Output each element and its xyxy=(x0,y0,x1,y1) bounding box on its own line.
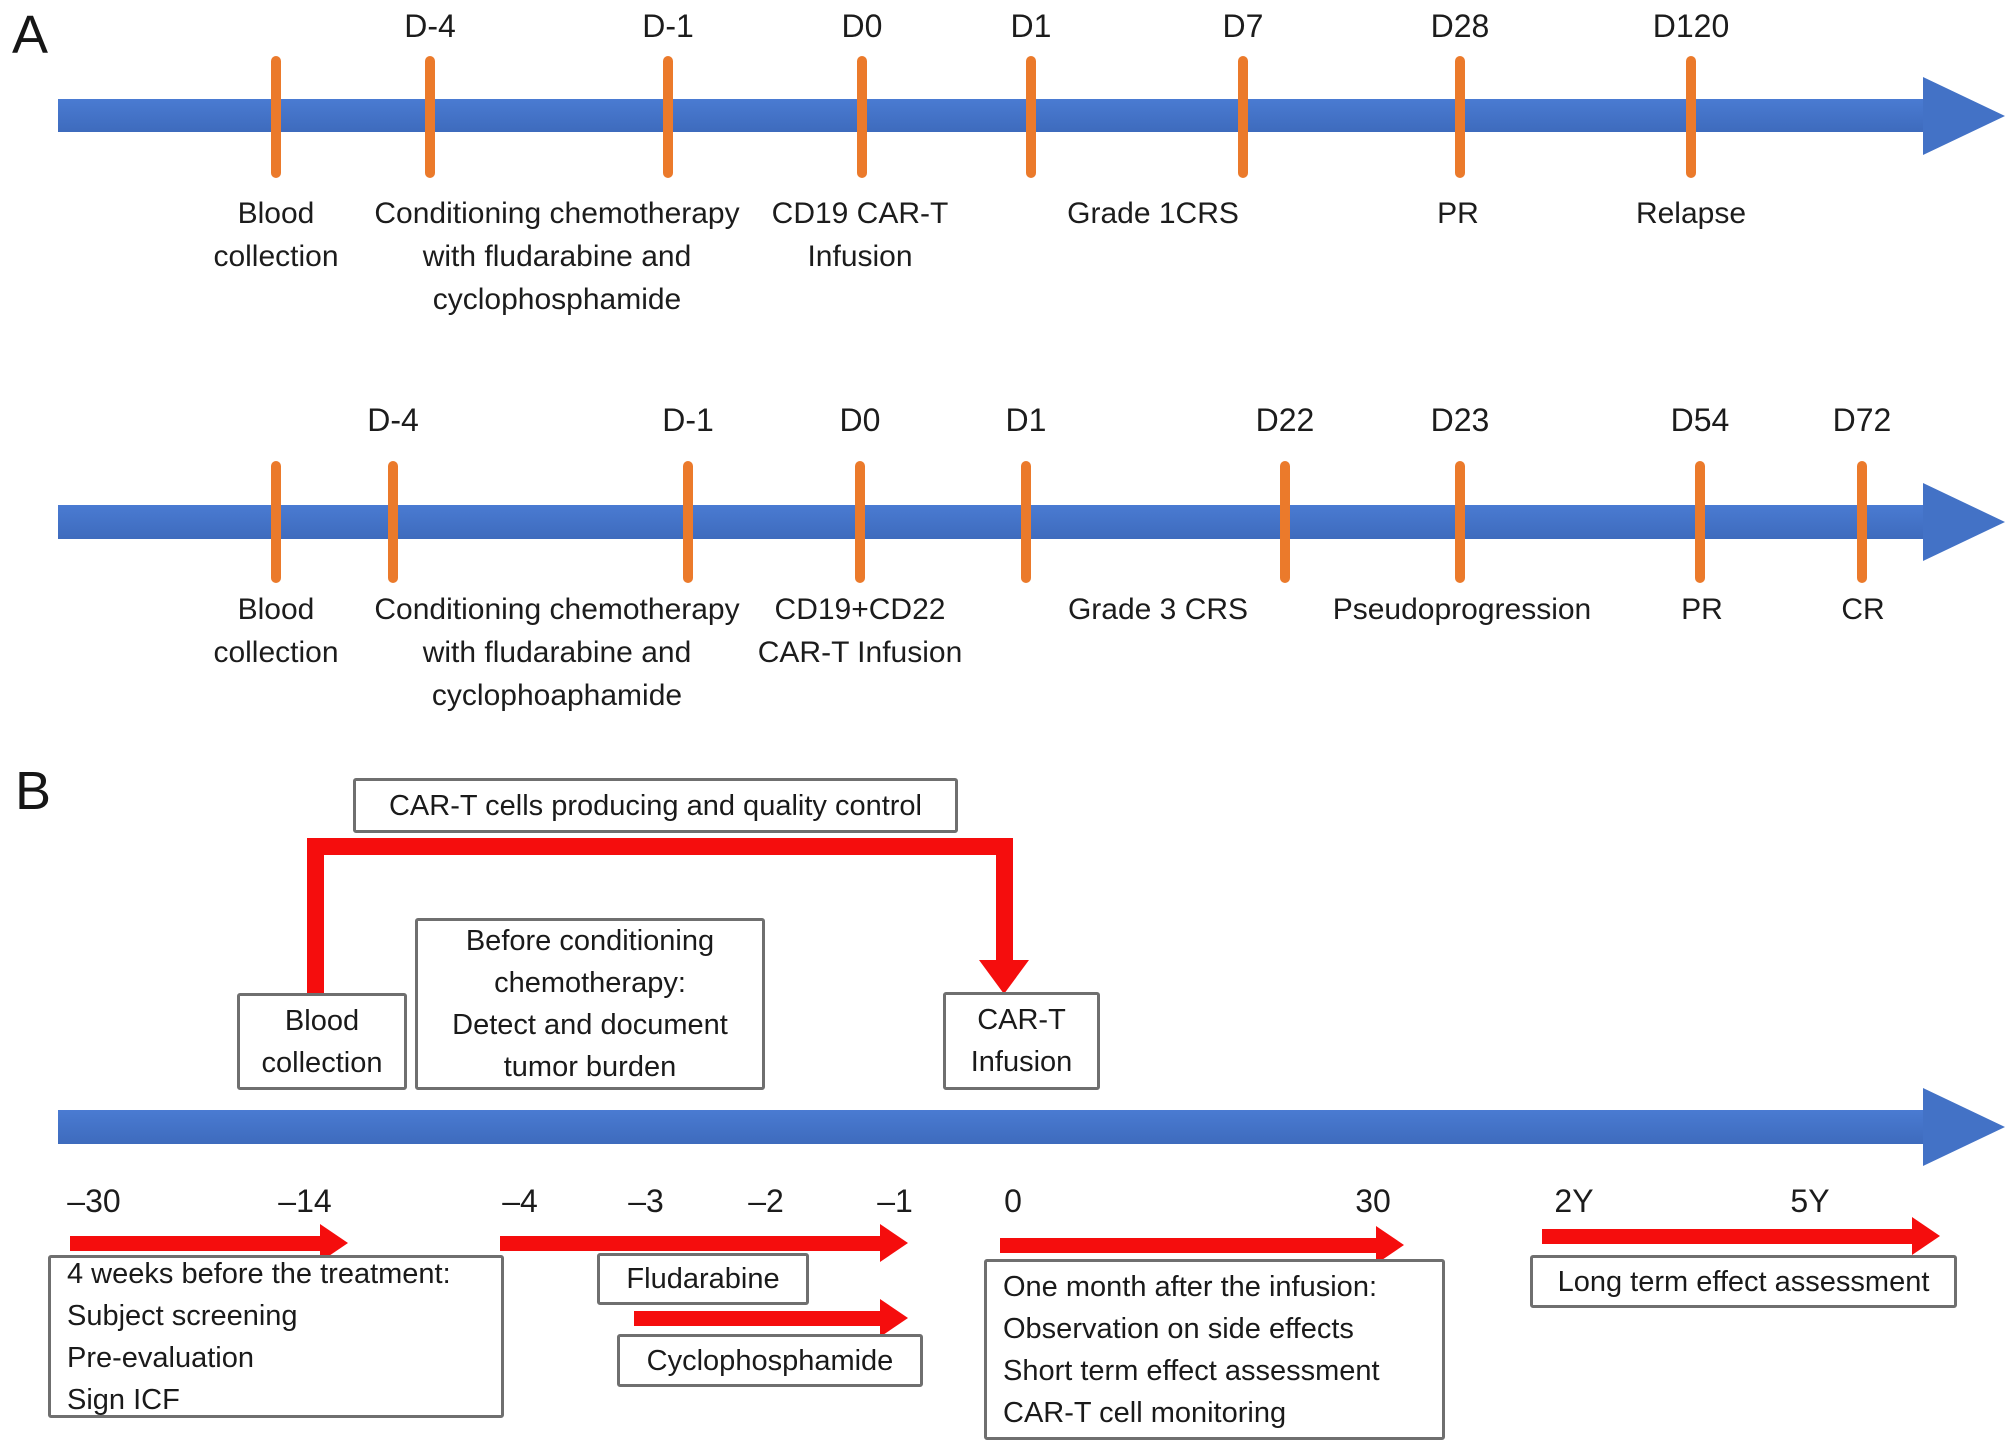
timeline-patient-2-day-label: D54 xyxy=(1670,402,1730,438)
phase-arrow-arrowhead-icon xyxy=(880,1299,911,1337)
timeline-patient-1-milestone-tick xyxy=(1238,56,1248,178)
phase-arrow-arrowhead-icon xyxy=(1912,1217,1943,1255)
phase-arrow xyxy=(634,1310,880,1326)
timeline-patient-1-event-caption: Blood collection xyxy=(213,197,339,273)
timeline-patient-2-event-caption: Pseudoprogression xyxy=(1332,593,1592,626)
timeline-patient-2-milestone-tick xyxy=(855,461,865,583)
phase-arrow xyxy=(70,1235,320,1251)
box-screening: 4 weeks before the treatment: Subject sc… xyxy=(48,1255,504,1418)
phase-arrow xyxy=(500,1235,880,1251)
timeline-patient-2-milestone-tick xyxy=(1695,461,1705,583)
study-timeline xyxy=(58,1110,1923,1144)
timeline-patient-1 xyxy=(58,99,1923,132)
timeline-patient-1-day-label: D-1 xyxy=(642,8,694,44)
timeline-patient-2 xyxy=(58,505,1923,539)
box-one-month: One month after the infusion: Observatio… xyxy=(984,1259,1445,1440)
timeline-patient-1-event-caption: PR xyxy=(1437,197,1479,230)
timeline-patient-2-event-caption: CD19+CD22 CAR-T Infusion xyxy=(757,593,963,669)
timeline-patient-2-arrowhead-icon xyxy=(1923,483,2008,561)
timeline-patient-2-milestone-tick xyxy=(1021,461,1031,583)
day-scale-label: 0 xyxy=(1004,1183,1022,1219)
day-scale-label: 2Y xyxy=(1554,1183,1594,1219)
box-before-conditioning: Before conditioning chemotherapy: Detect… xyxy=(415,918,765,1090)
day-scale-label: –4 xyxy=(502,1183,538,1219)
panel-a-label: A xyxy=(12,5,49,65)
timeline-patient-1-milestone-tick xyxy=(425,56,435,178)
phase-arrow xyxy=(1542,1228,1912,1244)
timeline-patient-2-milestone-tick xyxy=(1857,461,1867,583)
timeline-patient-1-day-label: D28 xyxy=(1430,8,1490,44)
flow-connector-arrowhead-icon xyxy=(979,960,1029,997)
timeline-patient-2-milestone-tick xyxy=(1280,461,1290,583)
timeline-patient-2-event-caption: Blood collection xyxy=(213,593,339,669)
timeline-patient-1-milestone-tick xyxy=(1026,56,1036,178)
day-scale-label: –14 xyxy=(278,1183,332,1219)
box-cart-producing: CAR-T cells producing and quality contro… xyxy=(353,778,958,833)
timeline-patient-1-day-label: D1 xyxy=(1010,8,1052,44)
box-cart-infusion: CAR-T Infusion xyxy=(943,992,1100,1090)
timeline-patient-2-event-caption: CR xyxy=(1841,593,1885,626)
timeline-patient-2-milestone-tick xyxy=(271,461,281,583)
timeline-patient-1-event-caption: Relapse xyxy=(1635,197,1747,230)
timeline-patient-2-day-label: D-1 xyxy=(662,402,714,438)
flow-connector-bar xyxy=(307,838,1013,855)
timeline-patient-2-event-caption: Grade 3 CRS xyxy=(1067,593,1249,626)
timeline-patient-1-milestone-tick xyxy=(857,56,867,178)
timeline-patient-1-day-label: D7 xyxy=(1222,8,1264,44)
timeline-patient-2-day-label: D-4 xyxy=(367,402,419,438)
timeline-patient-2-milestone-tick xyxy=(1455,461,1465,583)
box-fludarabine: Fludarabine xyxy=(597,1253,809,1305)
timeline-patient-2-day-label: D0 xyxy=(839,402,881,438)
day-scale-label: –30 xyxy=(67,1183,121,1219)
box-long-term: Long term effect assessment xyxy=(1530,1255,1957,1308)
timeline-patient-2-day-label: D23 xyxy=(1430,402,1490,438)
timeline-patient-2-milestone-tick xyxy=(683,461,693,583)
timeline-patient-1-event-caption: Conditioning chemotherapy with fludarabi… xyxy=(374,197,740,316)
timeline-patient-1-milestone-tick xyxy=(1686,56,1696,178)
timeline-patient-1-day-label: D120 xyxy=(1652,8,1730,44)
timeline-patient-2-event-caption: PR xyxy=(1681,593,1723,626)
timeline-patient-2-day-label: D72 xyxy=(1832,402,1892,438)
timeline-patient-1-milestone-tick xyxy=(663,56,673,178)
panel-b-label: B xyxy=(15,761,52,821)
timeline-patient-2-day-label: D22 xyxy=(1255,402,1315,438)
timeline-patient-1-day-label: D0 xyxy=(841,8,883,44)
box-cyclophosphamide: Cyclophosphamide xyxy=(617,1334,923,1387)
timeline-patient-2-day-label: D1 xyxy=(1005,402,1047,438)
timeline-patient-1-day-label: D-4 xyxy=(404,8,456,44)
timeline-patient-1-event-caption: Grade 1CRS xyxy=(1067,197,1239,230)
box-blood-collection: Blood collection xyxy=(237,993,407,1090)
timeline-patient-1-arrowhead-icon xyxy=(1923,76,2008,155)
timeline-patient-1-event-caption: CD19 CAR-T Infusion xyxy=(771,197,949,273)
timeline-patient-1-milestone-tick xyxy=(271,56,281,178)
day-scale-label: 5Y xyxy=(1790,1183,1830,1219)
day-scale-label: –1 xyxy=(877,1183,913,1219)
timeline-patient-2-event-caption: Conditioning chemotherapy with fludarabi… xyxy=(374,593,740,712)
flow-connector-bar xyxy=(996,838,1013,964)
study-timeline-arrowhead-icon xyxy=(1923,1088,2008,1166)
day-scale-label: –3 xyxy=(628,1183,664,1219)
phase-arrow xyxy=(1000,1237,1376,1253)
phase-arrow-arrowhead-icon xyxy=(1376,1226,1407,1264)
phase-arrow-arrowhead-icon xyxy=(880,1224,911,1262)
day-scale-label: –2 xyxy=(748,1183,784,1219)
timeline-patient-1-milestone-tick xyxy=(1455,56,1465,178)
flow-connector-bar xyxy=(307,838,324,993)
timeline-patient-2-milestone-tick xyxy=(388,461,398,583)
day-scale-label: 30 xyxy=(1355,1183,1391,1219)
